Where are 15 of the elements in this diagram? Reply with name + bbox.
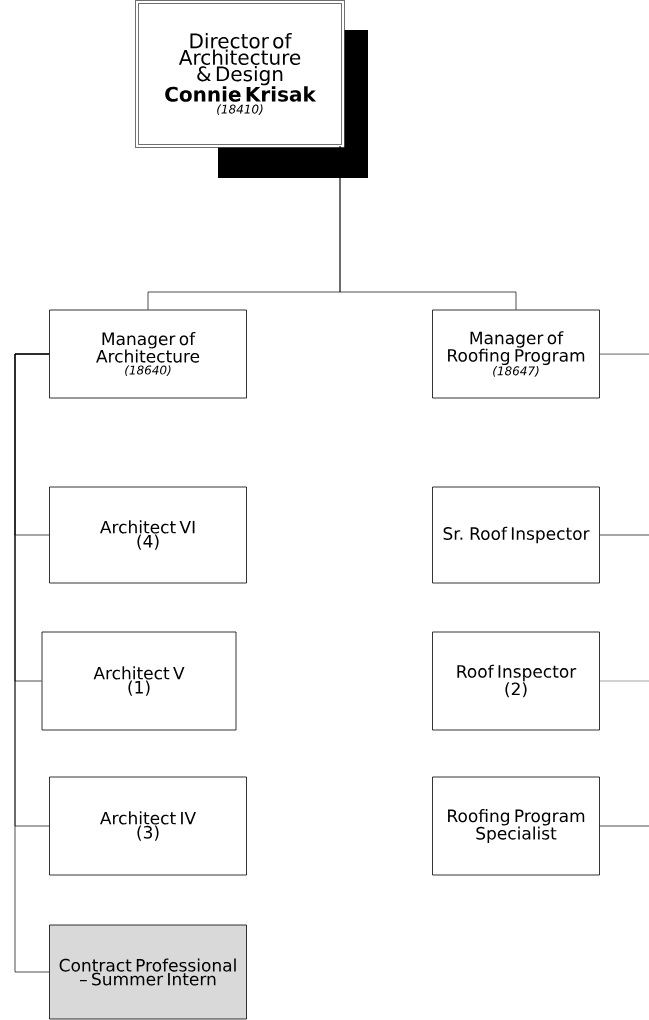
director-box: Director of Architecture & Design Connie Krisak (18410) (135, 0, 345, 148)
position-box: Sr. Roof Inspector (432, 486, 600, 584)
position-box: Architect VI (4) (49, 486, 247, 584)
connector-line (599, 825, 649, 827)
connector-line (599, 353, 649, 355)
position-box: Roof Inspector (2) (432, 631, 600, 731)
position-box: Contract Professional – Summer Intern (49, 924, 247, 1020)
position-box: Manager of Architecture (18640) (49, 309, 247, 399)
connector-line (14, 353, 50, 973)
connector-line (599, 534, 649, 536)
position-box: Architect V (1) (41, 631, 237, 731)
connector-line (339, 145, 517, 310)
position-box: Architect IV (3) (49, 776, 247, 876)
position-box: Roofing Program Specialist (432, 776, 600, 876)
position-box: Manager of Roofing Program (18647) (432, 309, 600, 399)
